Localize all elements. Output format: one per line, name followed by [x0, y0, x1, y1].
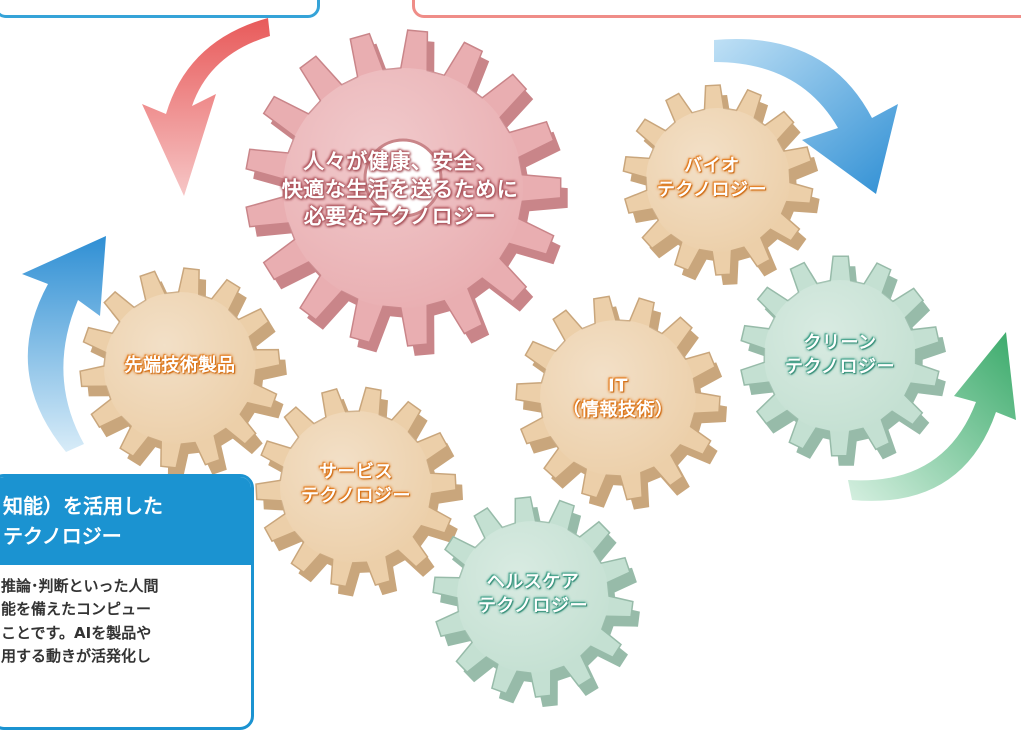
- gear-bio: [622, 84, 820, 285]
- arrow-blue-top-right: [714, 38, 898, 195]
- ai-title-line-2: テクノロジー: [3, 524, 122, 548]
- gear-label-line: テクノロジー: [657, 179, 767, 200]
- gear-label-line: ヘルスケア: [486, 571, 580, 593]
- gear-label-line: テクノロジー: [478, 595, 588, 616]
- gear-label-line: 先端技術製品: [124, 355, 236, 377]
- gear-label-service: サービステクノロジー: [301, 460, 411, 508]
- ai-body-line-2: 能を備えたコンピュー: [1, 600, 152, 619]
- top-left-frame: [0, 0, 320, 18]
- gear-label-line: IT: [608, 375, 628, 397]
- gear-label-line: 必要なテクノロジー: [303, 204, 497, 229]
- gear-label-line: サービス: [318, 461, 393, 483]
- gear-label-health: ヘルスケアテクノロジー: [478, 570, 588, 618]
- ai-info-box: 知能）を活用した テクノロジー 推論･判断といった人間 能を備えたコンピュー こ…: [0, 474, 254, 730]
- gear-label-bio: バイオテクノロジー: [657, 154, 767, 202]
- ai-body-line-1: 推論･判断といった人間: [1, 577, 159, 595]
- gear-label-clean: クリーンテクノロジー: [785, 331, 895, 379]
- gear-diagram: [22, 18, 1016, 707]
- top-right-frame: [412, 0, 1021, 18]
- arrow-green-right: [848, 332, 1016, 501]
- gear-label-line: テクノロジー: [301, 485, 411, 506]
- ai-box-header: 知能）を活用した テクノロジー: [0, 477, 251, 565]
- gear-label-line: クリーン: [803, 332, 877, 354]
- gear-clean: [740, 255, 946, 466]
- gear-label-it: IT（情報技術）: [563, 374, 674, 422]
- ai-body-line-3: ことです。AIを製品や: [1, 623, 152, 642]
- gear-it: [515, 295, 727, 510]
- gear-advanced: [79, 267, 287, 478]
- gear-label-line: 人々が健康、安全、: [303, 149, 497, 174]
- arrow-red-top-left: [142, 18, 270, 196]
- gear-service: [255, 386, 463, 597]
- gear-label-line: バイオ: [684, 155, 740, 177]
- gear-label-line: （情報技術）: [562, 399, 674, 420]
- gear-health: [432, 496, 640, 707]
- gear-label-line: 快適な生活を送るために: [281, 177, 519, 202]
- gear-label-advanced: 先端技術製品: [125, 354, 236, 378]
- gear-label-line: テクノロジー: [785, 356, 895, 377]
- gear-main: [245, 29, 568, 356]
- ai-box-body: 推論･判断といった人間 能を備えたコンピュー ことです。AIを製品や 用する動き…: [0, 565, 251, 668]
- gear-label-main: 人々が健康、安全、快適な生活を送るために必要なテクノロジー: [282, 148, 519, 231]
- ai-title-line-1: 知能）を活用した: [3, 494, 163, 518]
- ai-body-line-4: 用する動きが活発化し: [1, 646, 152, 665]
- arrow-blue-left: [22, 236, 106, 452]
